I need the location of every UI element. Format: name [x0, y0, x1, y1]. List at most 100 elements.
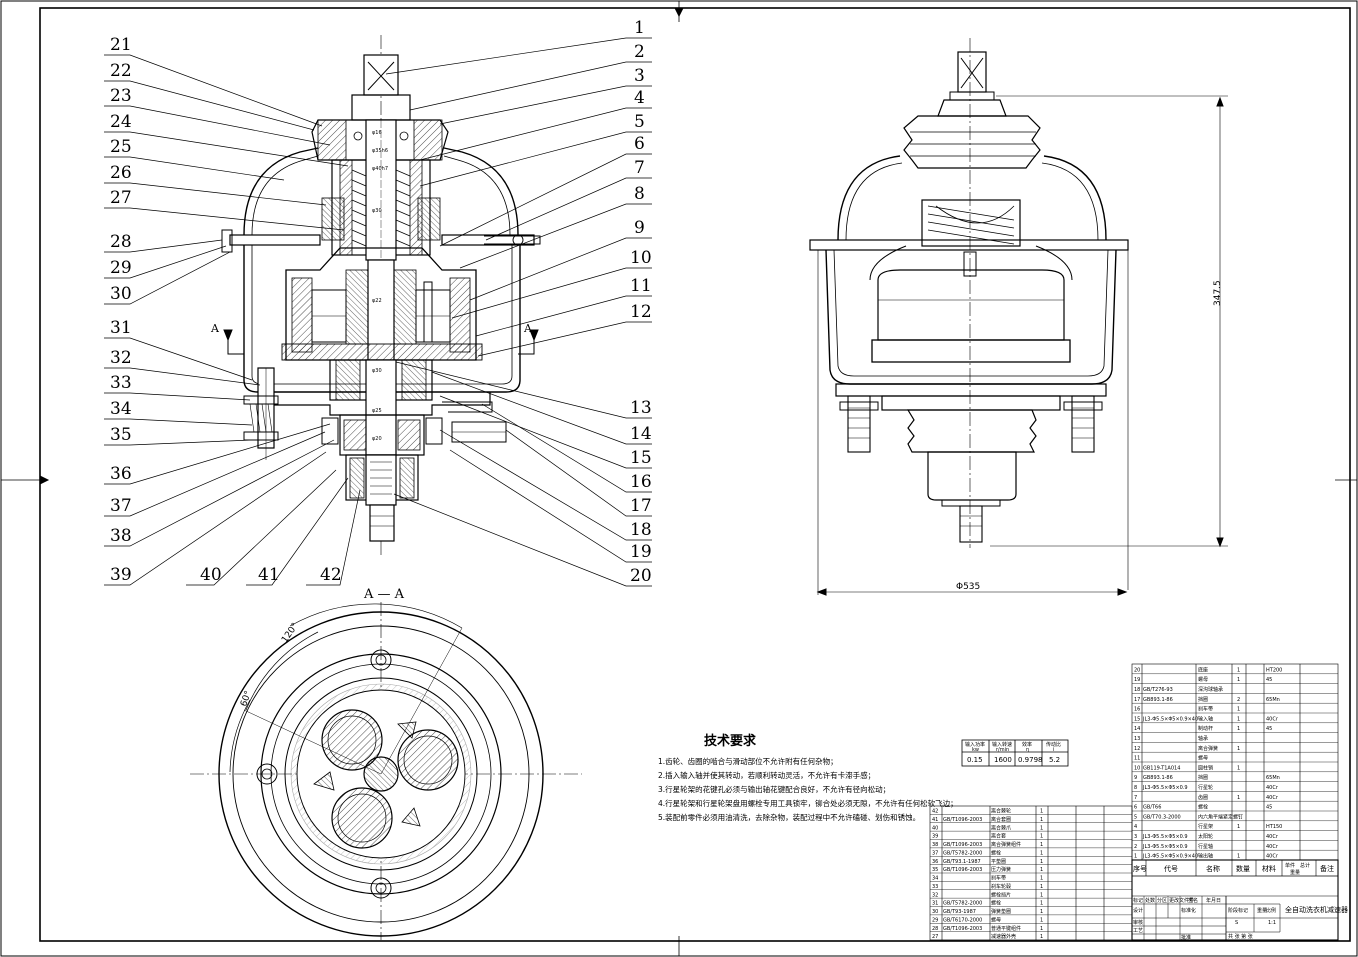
bom-lower-code: GB/T1096-2003 — [943, 817, 982, 823]
bom-lower-code: GB/T1096-2003 — [943, 842, 982, 848]
bom-upper-name: 离合弹簧 — [1198, 745, 1218, 752]
bom-upper-no: 14 — [1134, 726, 1140, 732]
part-label-37: 37 — [110, 496, 132, 516]
param-h-4: 传动比 — [1046, 741, 1061, 748]
part-label-21: 21 — [110, 35, 132, 55]
tb-stage-mark: S — [1235, 920, 1238, 926]
bom-upper-name: 输出轴 — [1198, 853, 1213, 860]
part-label-23: 23 — [110, 86, 132, 106]
dim-height: 347.5 — [1213, 280, 1223, 306]
bom-lower-name: 离合棘爪 — [991, 824, 1011, 831]
bom-lower-code: GB/T93-1987 — [943, 909, 976, 915]
bom-lower-no: 32 — [932, 892, 938, 898]
bom-lower-no: 39 — [932, 834, 938, 840]
bom-upper-code: GB/T276-93 — [1143, 687, 1173, 693]
part-label-41: 41 — [258, 565, 280, 585]
svg-text:φ16: φ16 — [372, 130, 382, 136]
tech-req-line-4: 4.行星轮架和行星轮架盘用螺栓专用工具锁牢，铆合处必须无隙，不允许有任何松软飞边… — [658, 798, 958, 808]
bom-upper-qty: 1 — [1237, 667, 1240, 673]
param-h-1: 输入功率 — [965, 741, 985, 748]
bom-upper-qty: 1 — [1237, 765, 1240, 771]
bom-upper-no: 7 — [1134, 795, 1137, 801]
tb-col-seq: 序号 — [1133, 864, 1147, 873]
part-label-14: 14 — [630, 424, 652, 444]
bom-upper-mat: 45 — [1266, 805, 1272, 811]
bom-upper-qty: 1 — [1237, 746, 1240, 752]
bom-upper-mat: 40Cr — [1266, 716, 1279, 722]
tb-col-remark: 备注 — [1320, 864, 1334, 873]
bom-upper-mat: 45 — [1266, 677, 1272, 683]
tb-row-count: 处数 — [1145, 897, 1155, 904]
bom-upper-name: 轴承 — [1198, 735, 1208, 742]
part-label-18: 18 — [630, 520, 652, 540]
bom-upper-name: 底座 — [1198, 666, 1208, 673]
bom-lower-no: 40 — [932, 825, 938, 831]
part-label-40: 40 — [200, 565, 222, 585]
part-label-12: 12 — [630, 302, 652, 322]
bom-upper-no: 12 — [1134, 746, 1140, 752]
param-s-3: η — [1026, 747, 1029, 753]
bom-upper-code: JL3-Φ5.5×Φ5×0.9 — [1142, 834, 1188, 840]
part-label-16: 16 — [630, 472, 652, 492]
part-label-33: 33 — [110, 373, 132, 393]
bom-upper-no: 15 — [1134, 716, 1140, 722]
bom-upper-mat: 65Mn — [1266, 775, 1280, 781]
tb-col-material: 材料 — [1262, 864, 1276, 873]
bom-upper-name: 齿圈 — [1198, 795, 1208, 801]
part-label-6: 6 — [634, 134, 645, 154]
bom-upper-no: 8 — [1134, 785, 1137, 791]
part-label-38: 38 — [110, 526, 132, 546]
leader-lines-right — [385, 37, 652, 587]
tb-row-design: 设计 — [1133, 907, 1143, 914]
bom-upper-code: GB893.1-86 — [1143, 775, 1173, 781]
bom-lower-no: 34 — [932, 876, 938, 882]
bom-lower-name: 压力弹簧 — [991, 866, 1011, 873]
tb-scale: 比例 — [1266, 907, 1276, 914]
bom-upper-no: 18 — [1134, 687, 1140, 693]
tech-req-line-3: 3.行星轮架的花键孔必须与输出轴花键配合良好，不允许有径向松动； — [658, 784, 890, 794]
bom-lower-name: 离合套 — [991, 833, 1006, 840]
bom-lower-name: 弹簧垫圈 — [991, 908, 1011, 915]
bom-lower-qty: 1 — [1040, 917, 1043, 923]
bom-lower-qty: 1 — [1040, 809, 1043, 815]
bom-lower-no: 29 — [932, 917, 938, 923]
param-h-2: 输入转速 — [992, 741, 1012, 748]
bom-upper-name: 行星架 — [1198, 823, 1213, 830]
part-label-25: 25 — [110, 137, 132, 157]
bom-upper-mat: 65Mn — [1266, 697, 1280, 703]
bom-lower-name: 离合弹簧组件 — [991, 841, 1021, 848]
bom-lower-name: 平垫圈 — [991, 858, 1006, 865]
bom-upper-name: 输入轴 — [1198, 715, 1213, 722]
bom-upper-code: JL3-Φ5.5×Φ5×0.9×40 — [1142, 854, 1198, 860]
bom-upper-no: 20 — [1134, 667, 1140, 673]
tb-scale-val: 1:1 — [1268, 920, 1276, 926]
bom-lower-name: 刹车带 — [991, 875, 1006, 882]
tb-col-qty: 数量 — [1236, 864, 1250, 873]
bom-lower-code: GB/T6170-2000 — [943, 917, 982, 923]
part-label-35: 35 — [110, 425, 132, 445]
bom-lower-no: 30 — [932, 909, 938, 915]
bom-upper-code: JL3-Φ5.5×Φ5×0.9 — [1142, 785, 1188, 791]
part-label-13: 13 — [630, 398, 652, 418]
svg-text:φ20: φ20 — [372, 436, 382, 442]
bom-upper-name: 行星轴 — [1198, 843, 1213, 850]
main-section-view — [221, 35, 541, 555]
bom-lower-name: 刹车轮毂 — [991, 883, 1011, 890]
part-label-8: 8 — [634, 184, 645, 204]
bom-upper-mat: 40Cr — [1266, 785, 1279, 791]
param-table — [961, 739, 1069, 767]
bom-lower-code: GB/T5782-2000 — [943, 850, 982, 856]
bom-upper-qty: 1 — [1237, 824, 1240, 830]
bom-lower-no: 35 — [932, 867, 938, 873]
part-label-10: 10 — [630, 248, 652, 268]
leader-lines-left — [104, 54, 361, 586]
bom-upper-no: 19 — [1134, 677, 1140, 683]
tech-req-line-5: 5.装配前零件必须用油清洗，去除杂物，装配过程中不允许磕碰、划伤和锈蚀。 — [658, 812, 920, 822]
bom-lower-qty: 1 — [1040, 901, 1043, 907]
bom-upper-no: 17 — [1134, 697, 1140, 703]
bom-upper-qty: 2 — [1237, 697, 1240, 703]
param-v-1: 0.15 — [967, 756, 983, 764]
tech-req-lines: 1.齿轮、齿圈的啮合与滑动部位不允许附有任何杂物； 2.插入输入轴并使其转动，若… — [658, 756, 958, 822]
dim-width: Φ535 — [956, 582, 980, 592]
